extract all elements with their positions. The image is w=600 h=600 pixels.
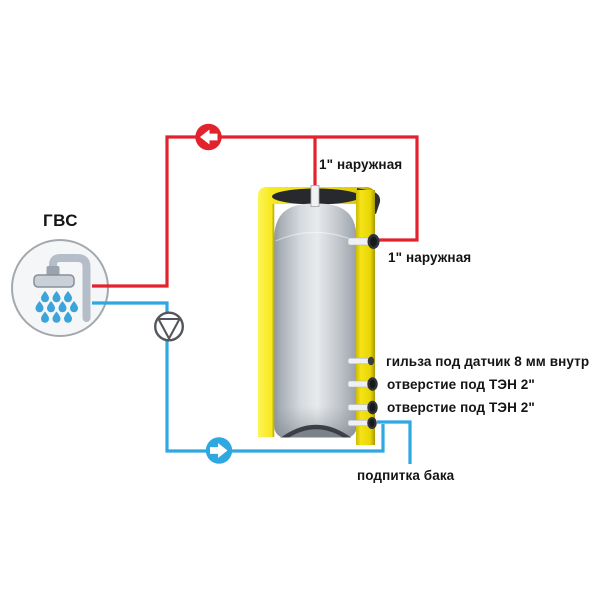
heater-port-1 bbox=[347, 377, 378, 391]
label-tank-makeup: подпитка бака bbox=[357, 468, 455, 483]
label-heater-port-1: отверстие под ТЭН 2" bbox=[387, 376, 535, 392]
vessel-bottom-dish bbox=[289, 429, 343, 438]
vessel-skirt bbox=[274, 406, 357, 437]
shell-left-edge bbox=[272, 204, 275, 437]
shower-icon bbox=[11, 239, 109, 337]
label-sensor-sleeve: гильза под датчик 8 мм внутр bbox=[386, 354, 590, 369]
tank-top-port bbox=[310, 185, 320, 207]
label-side-connection: 1" наружная bbox=[388, 250, 472, 265]
shower-head bbox=[33, 274, 75, 288]
pump-icon bbox=[153, 311, 184, 342]
label-heater-port-2: отверстие под ТЭН 2" bbox=[387, 400, 535, 415]
arrow-right-icon bbox=[205, 437, 233, 464]
label-gvs: ГВС bbox=[43, 211, 79, 230]
vessel-dome-seam bbox=[275, 231, 356, 242]
sensor-port bbox=[347, 356, 375, 366]
cold-supply-pipe bbox=[92, 301, 412, 464]
shower-neck bbox=[46, 266, 60, 276]
makeup-port bbox=[347, 417, 377, 429]
buffer-tank bbox=[258, 185, 381, 445]
hot-supply-pipe bbox=[92, 135, 419, 288]
label-top-connection: 1" наружная bbox=[319, 157, 403, 172]
tank-inner-vessel bbox=[274, 203, 357, 438]
side-outlet-port bbox=[347, 234, 380, 249]
shower-arm bbox=[49, 254, 91, 322]
heater-port-2 bbox=[347, 400, 378, 415]
arrow-left-icon bbox=[195, 123, 222, 151]
